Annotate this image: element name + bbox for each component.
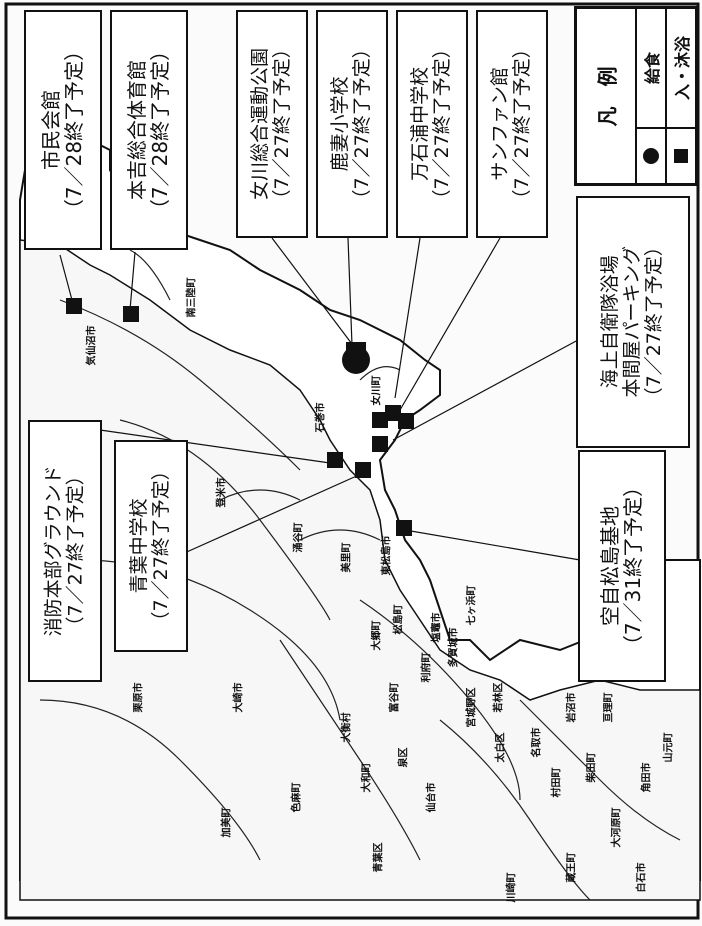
marker-shimin-kaikan [66,298,82,314]
place-murata: 村田町 [551,767,563,798]
place-shiroishi: 白石市 [636,862,648,893]
square-icon [674,149,688,163]
facility-name: 鹿妻小学校 [329,76,352,172]
place-aoba-ku: 青葉区 [373,842,385,873]
label-aoba-jhs: 青葉中学校 （7／27終了予定） [114,440,188,652]
label-shimin-kaikan: 市民会館 （7／28終了予定） [24,10,102,250]
place-rifu: 利府町 [421,652,433,683]
place-misato: 美里町 [341,542,353,573]
place-minamisanriku: 南三陸町 [186,277,198,318]
place-higashimatsushima: 東松島市 [381,535,393,576]
facility-note: （7／28終了予定） [148,40,172,220]
place-kami: 加美町 [221,807,233,838]
boundaries [39,249,681,901]
facility-note: （7／27終了予定） [64,466,87,636]
facility-markers [66,298,414,536]
place-taihaku-ku: 太白区 [495,732,507,763]
place-onagawa: 女川町 [371,375,383,406]
place-tagajo: 多賀城市 [448,627,460,668]
facility-note: （7／27終了予定） [271,39,294,209]
marker-jmsdf-bath [372,436,388,452]
place-zao: 蔵王町 [566,852,578,883]
marker-matsushima-base [396,520,412,536]
place-wakabayashi-ku: 若林区 [493,682,505,713]
label-fire-dept-ground: 消防本部グラウンド （7／27終了予定） [28,420,102,682]
place-ohira: 大衡村 [341,712,353,743]
map-frame [4,2,700,920]
legend-label-meal: 給食 [643,51,663,85]
marker-motoyoshi-gym [123,306,139,322]
facility-note: （7／27終了予定） [150,461,173,631]
place-shichigahama: 七ヶ浜町 [466,585,478,626]
legend-title: 凡 例 [595,66,620,126]
facility-name: 青葉中学校 [128,498,151,594]
label-onagawa-park: 女川総合運動公園 （7／27終了予定） [236,10,308,238]
facility-note: （7／27終了予定） [642,237,665,407]
label-motoyoshi-gym: 本吉総合体育館 （7／28終了予定） [110,10,188,250]
label-mangokuura-jhs: 万石浦中学校 （7／27終了予定） [396,10,468,238]
facility-name: 空自松島基地 [598,506,622,626]
place-osato: 大郷町 [371,620,383,651]
place-tomiya: 富谷町 [389,682,401,713]
place-izumi-ku: 泉区 [398,747,410,768]
circle-icon [643,148,659,164]
facility-note: （7／27終了予定） [351,39,374,209]
label-jmsdf-bath: 海上自衛隊浴場 本間屋パーキング （7／27終了予定） [576,196,690,448]
marker-sanfan [398,413,414,429]
place-ishinomaki: 石巻市 [315,402,327,433]
land-area [19,239,701,901]
callout-lines [59,237,581,561]
facility-name: 消防本部グラウンド [42,465,65,637]
place-kawasaki: 川崎町 [506,872,518,903]
place-yamamoto: 山元町 [663,732,675,763]
place-tome: 登米市 [216,477,228,508]
facility-name: 市民会館 [39,90,63,170]
marker-kazuma [372,412,388,428]
facility-name: 海上自衛隊浴場 [599,255,622,389]
place-shiogama: 塩竈市 [431,612,443,643]
marker-mangokuura [385,405,401,421]
facility-name: 女川総合運動公園 [249,47,272,201]
marker-aoba-jhs [355,462,371,478]
place-osaki: 大崎市 [233,682,245,713]
facility-name: 本吉総合体育館 [125,60,149,200]
marker-fire-dept [327,452,343,468]
label-sanfan-kan: サンファン館 （7／27終了予定） [476,10,548,238]
facility-note: （7／27終了予定） [511,39,534,209]
facility-note: （7／28終了予定） [62,40,86,220]
place-natori: 名取市 [531,727,543,758]
facility-name: サンファン館 [489,67,512,181]
legend-label-bath: 入・沐浴 [673,35,693,101]
place-miyagino-ku: 宮城野区 [466,687,478,728]
label-kazuma-es: 鹿妻小学校 （7／27終了予定） [316,10,388,238]
label-matsushima-base: 空自松島基地 （7／31終了予定） [578,450,666,682]
facility-name: 万石浦中学校 [409,66,432,182]
place-kesennuma: 気仙沼市 [86,325,98,366]
place-ogawara: 大河原町 [611,807,623,848]
legend: 凡 例 給食 入・沐浴 [574,6,698,186]
place-watari: 亘理町 [603,692,615,723]
place-shibata: 柴田町 [586,752,598,783]
place-taiwa: 大和町 [361,762,373,793]
marker-onagawa-park-square [346,342,366,362]
place-matsushima: 松島町 [393,604,405,635]
place-sendai: 仙台市 [426,782,438,813]
place-kurihara: 栗原市 [133,682,145,713]
place-wakuya: 涌谷町 [293,522,305,553]
facility-note: （7／31終了予定） [621,476,645,656]
place-kakuda: 角田市 [641,762,653,793]
facility-name-2: 本間屋パーキング [621,246,644,398]
facility-note: （7／27終了予定） [431,39,454,209]
place-iwanuma: 岩沼市 [566,692,578,723]
place-shikama: 色麻町 [291,782,303,813]
